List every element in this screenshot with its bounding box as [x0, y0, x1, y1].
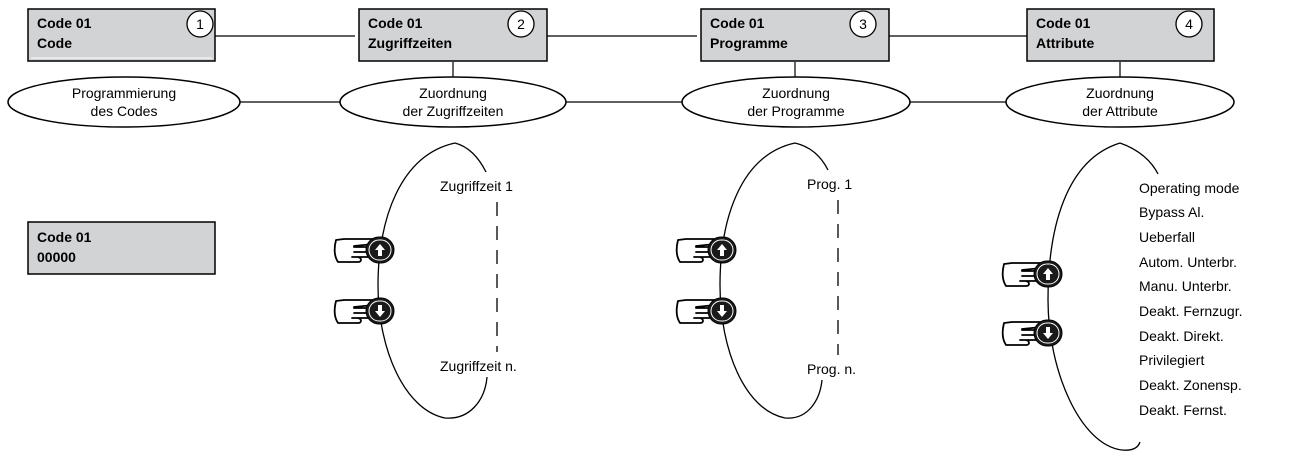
access-time-first: Zugriffzeit 1 [440, 178, 513, 194]
step-number-2: 2 [517, 16, 525, 32]
step-box-4: Code 01 Attribute 4 [1026, 8, 1215, 62]
step-number-4: 4 [1185, 16, 1193, 32]
step-box-2-line2: Zugriffzeiten [368, 35, 452, 51]
ellipse-attributes-line1: Zuordnung [1086, 85, 1154, 101]
step-number-badge-3 [849, 10, 877, 38]
ellipse-access-times-line1: Zuordnung [419, 85, 487, 101]
attribute-item: Deakt. Fernst. [1139, 402, 1227, 418]
ellipse-access-times-line2: der Zugriffzeiten [403, 103, 504, 119]
step-box-2-line1: Code 01 [368, 15, 423, 31]
ellipse-attributes-line2: der Attribute [1082, 103, 1158, 119]
step-box-1-line1: Code 01 [37, 15, 92, 31]
step-box-4-line1: Code 01 [1036, 15, 1091, 31]
ellipse-programs-line2: der Programme [747, 103, 844, 119]
step-box-1-line2: Code [37, 35, 72, 51]
step-box-3-line1: Code 01 [710, 15, 765, 31]
ellipse-attributes: Zuordnung der Attribute [1005, 76, 1235, 128]
hand-pressing-down-arrow-key-icon[interactable] [675, 297, 737, 325]
attribute-item: Privilegiert [1139, 352, 1204, 368]
hand-pressing-down-arrow-key-icon[interactable] [1001, 319, 1063, 347]
ellipse-programming: Programmierung des Codes [7, 76, 241, 128]
attribute-item: Ueberfall [1139, 229, 1195, 245]
step-number-1: 1 [196, 16, 204, 32]
program-last: Prog. n. [807, 361, 856, 377]
hand-pressing-up-arrow-key-icon[interactable] [1001, 260, 1063, 288]
attributes-scroll-loop [1047, 142, 1159, 451]
hand-pressing-up-arrow-key-icon[interactable] [675, 236, 737, 264]
ellipse-programming-line2: des Codes [91, 103, 158, 119]
attribute-item: Operating mode [1139, 180, 1240, 196]
attribute-item: Deakt. Direkt. [1139, 328, 1224, 344]
ellipse-programming-line1: Programmierung [72, 85, 176, 101]
step-box-3: Code 01 Programme 3 [700, 8, 890, 62]
attribute-list: Operating mode Bypass Al. Ueberfall Auto… [1139, 180, 1243, 418]
step-box-3-line2: Programme [710, 35, 788, 51]
step-box-1: Code 01 Code 1 [27, 8, 216, 62]
programs-scroll-loop [719, 142, 839, 419]
step-number-badge-1 [186, 10, 214, 38]
attribute-item: Autom. Unterbr. [1139, 254, 1237, 270]
attribute-item: Deakt. Fernzugr. [1139, 303, 1243, 319]
attribute-item: Bypass Al. [1139, 204, 1204, 220]
attribute-item: Manu. Unterbr. [1139, 278, 1232, 294]
ellipse-access-times: Zuordnung der Zugriffzeiten [339, 76, 567, 128]
step-box-4-line2: Attribute [1036, 35, 1095, 51]
step-number-badge-2 [507, 10, 535, 38]
code-display-line2: 00000 [37, 249, 76, 265]
hand-pressing-down-arrow-key-icon[interactable] [333, 297, 395, 325]
attribute-item: Deakt. Zonensp. [1139, 377, 1242, 393]
top-connectors [215, 35, 1121, 103]
access-time-last: Zugriffzeit n. [440, 358, 517, 374]
ellipse-programs-line1: Zuordnung [762, 85, 830, 101]
ellipse-programs: Zuordnung der Programme [681, 76, 911, 128]
hand-pressing-up-arrow-key-icon[interactable] [333, 236, 395, 264]
code-display-box: Code 01 00000 [27, 221, 216, 275]
step-number-3: 3 [859, 16, 867, 32]
step-number-badge-4 [1175, 10, 1203, 38]
code-display-line1: Code 01 [37, 229, 92, 245]
access-times-scroll-loop [377, 142, 498, 419]
step-box-2: Code 01 Zugriffzeiten 2 [358, 8, 548, 62]
program-first: Prog. 1 [807, 176, 852, 192]
